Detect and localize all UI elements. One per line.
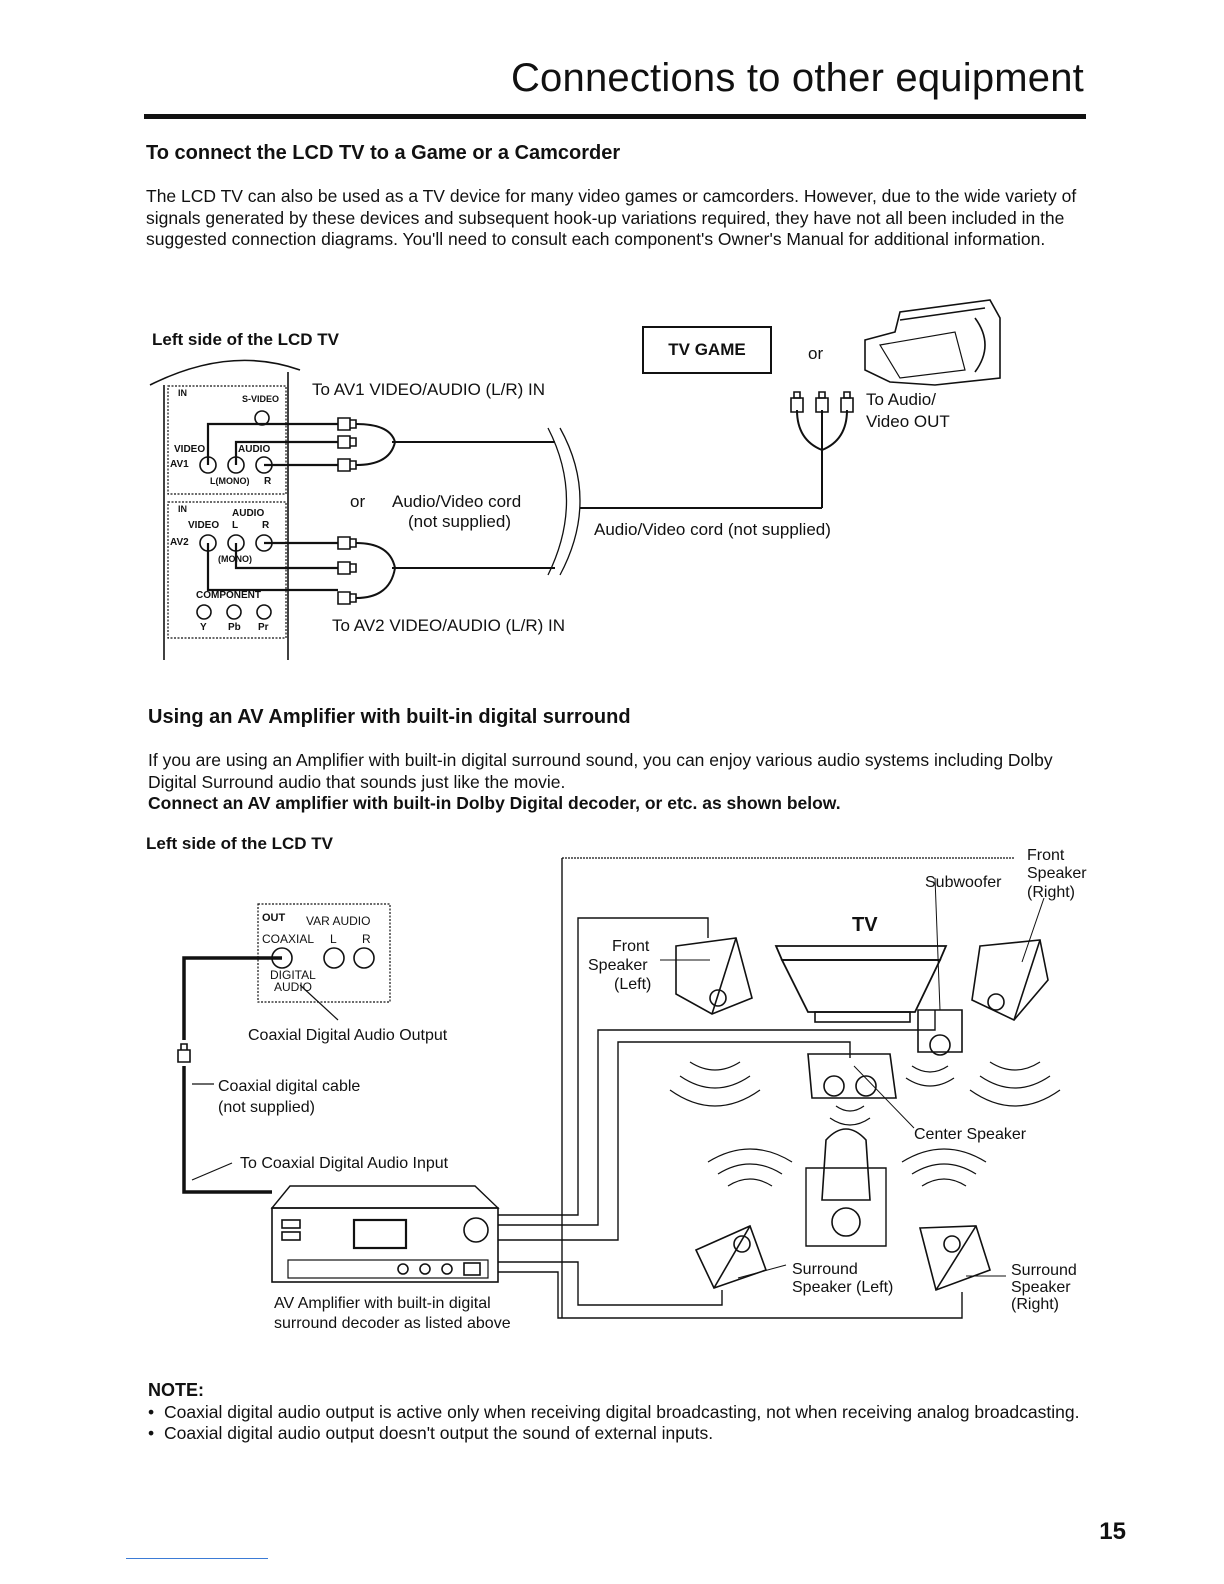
- front-left-label-1: Front: [612, 938, 650, 955]
- panel-pb-label: Pb: [228, 622, 241, 633]
- note-item: Coaxial digital audio output doesn't out…: [146, 1423, 1086, 1444]
- panel-component-label: COMPONENT: [196, 590, 261, 601]
- panel-l2-label: L: [232, 520, 239, 531]
- diagram1-side-label: Left side of the LCD TV: [152, 330, 339, 349]
- cord-inner-note: (not supplied): [408, 512, 512, 531]
- to-av-out-line2: Video OUT: [866, 412, 950, 431]
- diagram2-side-label: Left side of the LCD TV: [146, 834, 333, 853]
- panel-audio-label: AUDIO: [274, 980, 313, 994]
- amplifier-label-1: AV Amplifier with built-in digital: [274, 1295, 491, 1312]
- section-bold-instruction: Connect an AV amplifier with built-in Do…: [148, 793, 841, 813]
- cord-outer-label: Audio/Video cord (not supplied): [594, 520, 831, 539]
- surround-left-label-1: Surround: [792, 1261, 858, 1278]
- panel-digital-label: DIGITAL: [270, 968, 316, 982]
- or-outer-label: or: [808, 344, 824, 363]
- panel-mono2-label: (MONO): [218, 554, 252, 564]
- panel-y-label: Y: [200, 622, 207, 633]
- front-right-label-1: Front: [1027, 847, 1065, 864]
- panel-out-label: OUT: [262, 912, 286, 924]
- panel-in1-label: IN: [178, 388, 187, 398]
- note-item: Coaxial digital audio output is active o…: [146, 1402, 1086, 1423]
- title-rule: [144, 114, 1086, 119]
- surround-right-label-2: Speaker: [1011, 1279, 1071, 1296]
- tv-game-box: TV GAME: [642, 326, 772, 374]
- center-speaker-label: Center Speaker: [914, 1126, 1027, 1143]
- surround-left-label-2: Speaker (Left): [792, 1279, 894, 1296]
- amplifier-label-2: surround decoder as listed above: [274, 1315, 511, 1332]
- section-paragraph-amplifier: If you are using an Amplifier with built…: [148, 750, 1053, 792]
- surround-right-label-1: Surround: [1011, 1262, 1077, 1279]
- or-inner-label: or: [350, 492, 366, 511]
- note-title: NOTE:: [148, 1380, 204, 1400]
- panel-coaxial-label: COAXIAL: [262, 932, 315, 946]
- page-number: 15: [1099, 1518, 1126, 1545]
- section-heading-game: To connect the LCD TV to a Game or a Cam…: [146, 142, 621, 164]
- panel-svideo-label: S-VIDEO: [242, 394, 280, 404]
- panel-in2-label: IN: [178, 504, 187, 514]
- footer-rule: [126, 1558, 268, 1559]
- panel-video-label: VIDEO: [174, 444, 206, 455]
- front-left-label-2: Speaker: [588, 957, 648, 974]
- to-coax-input-label: To Coaxial Digital Audio Input: [240, 1155, 449, 1172]
- section-heading-amplifier: Using an AV Amplifier with built-in digi…: [148, 706, 631, 728]
- panel-r-label: R: [264, 476, 272, 487]
- panel-audio2-label: AUDIO: [232, 508, 265, 519]
- coax-output-label: Coaxial Digital Audio Output: [248, 1027, 448, 1044]
- front-right-label-2: Speaker: [1027, 865, 1087, 882]
- panel-pr-label: Pr: [258, 622, 269, 633]
- panel-av2-label: AV2: [170, 537, 189, 548]
- subwoofer-label: Subwoofer: [925, 874, 1002, 891]
- to-av-out-line1: To Audio/: [866, 390, 936, 409]
- page-title: Connections to other equipment: [510, 56, 1084, 100]
- panel-r-label: R: [362, 932, 371, 946]
- front-right-label-3: (Right): [1027, 884, 1076, 901]
- coax-cable-label-1: Coaxial digital cable: [218, 1078, 361, 1095]
- section-paragraph-game: The LCD TV can also be used as a TV devi…: [146, 186, 1077, 249]
- panel-audio-label: AUDIO: [238, 444, 271, 455]
- av1-label: To AV1 VIDEO/AUDIO (L/R) IN: [312, 380, 546, 399]
- panel-var-audio-label: VAR AUDIO: [306, 914, 371, 928]
- panel-video2-label: VIDEO: [188, 520, 220, 531]
- surround-right-label-3: (Right): [1011, 1296, 1060, 1313]
- panel-lmono-label: L(MONO): [210, 476, 250, 486]
- panel-av1-label: AV1: [170, 459, 189, 470]
- panel-r2-label: R: [262, 520, 270, 531]
- coax-cable-label-2: (not supplied): [218, 1099, 315, 1116]
- cord-inner-label: Audio/Video cord: [392, 492, 522, 511]
- av2-label: To AV2 VIDEO/AUDIO (L/R) IN: [332, 616, 566, 635]
- panel-l-label: L: [330, 932, 337, 946]
- tv-label: TV: [852, 914, 878, 936]
- note-list: Coaxial digital audio output is active o…: [146, 1402, 1086, 1444]
- front-left-label-3: (Left): [614, 976, 652, 993]
